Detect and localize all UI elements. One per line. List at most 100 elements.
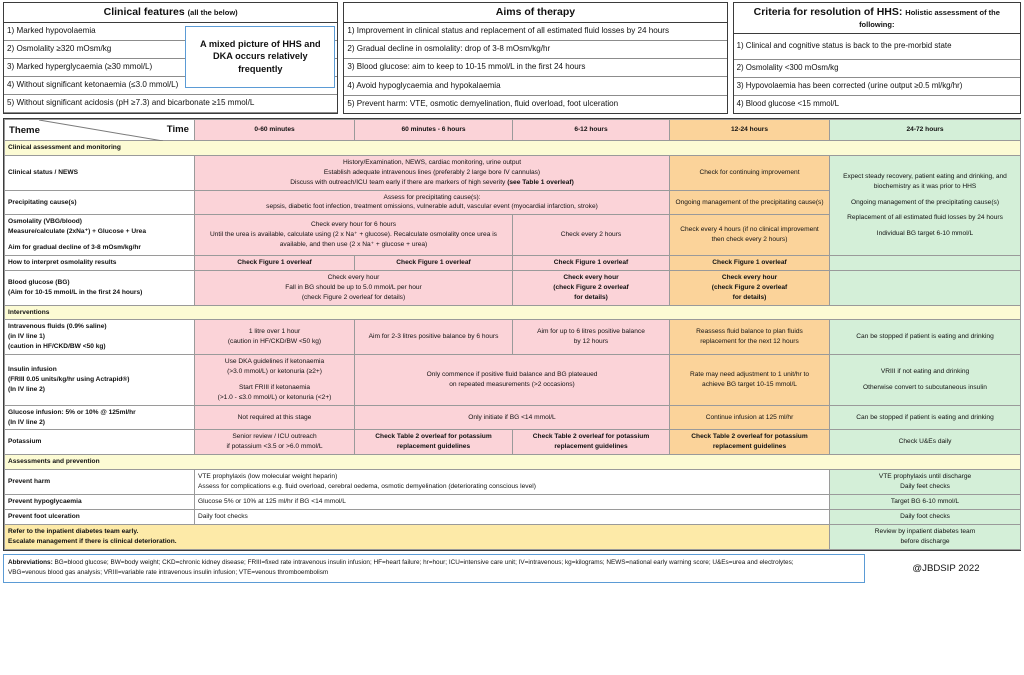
line: Assess for precipitating cause(s): bbox=[383, 193, 481, 201]
cell-precipitating-12-24h: Ongoing management of the precipitating … bbox=[669, 189, 830, 216]
cell-blood-glucose-12-24h: Check every hour (check Figure 2 overlea… bbox=[669, 269, 830, 306]
cell-referral-banner: Refer to the inpatient diabetes team ear… bbox=[4, 523, 830, 550]
table-header-row: Theme Time 0-60 minutes 60 minutes - 6 h… bbox=[4, 119, 1021, 141]
aims-item: 4) Avoid hypoglycaemia and hypokalaemia bbox=[344, 77, 727, 96]
clinical-features-title: Clinical features (all the below) bbox=[4, 3, 337, 22]
cell-recovery-block-24-72h: Expect steady recovery, patient eating a… bbox=[829, 154, 1021, 257]
section-header-assessments-prevention: Assessments and prevention bbox=[4, 454, 1021, 471]
abbreviations-text-1: BG=blood glucose; BW=body weight; CKD=ch… bbox=[52, 558, 794, 566]
line: (FRIII 0.05 units/kg/hr using Actrapid®) bbox=[8, 375, 130, 383]
table-row-clinical-status: Clinical status / NEWS History/Examinati… bbox=[4, 154, 1021, 257]
cell-prevent-foot-span: Daily foot checks bbox=[194, 508, 830, 525]
cell-glucose-0-60min: Not required at this stage bbox=[194, 404, 355, 431]
cell-prevent-harm-span: VTE prophylaxis (low molecular weight he… bbox=[194, 469, 830, 495]
table-row-glucose-infusion: Glucose infusion: 5% or 10% @ 125ml/hr (… bbox=[4, 404, 1021, 431]
line: Intravenous fluids (0.9% saline) bbox=[8, 323, 107, 331]
row-label-blood-glucose: Blood glucose (BG) (Aim for 10-15 mmol/L… bbox=[4, 269, 195, 306]
line: Assess for complications e.g. fluid over… bbox=[198, 483, 536, 491]
cell-potassium-6-12h: Check Table 2 overleaf for potassium rep… bbox=[512, 429, 670, 456]
criteria-title-text: Criteria for resolution of HHS: bbox=[753, 6, 903, 18]
cell-iv-fluids-60min-6h: Aim for 2-3 litres positive balance by 6… bbox=[354, 319, 513, 356]
line-part-bold: (see Table 1 overleaf) bbox=[507, 178, 574, 186]
line: Replacement of all estimated fluid losse… bbox=[847, 214, 1003, 222]
section-header-interventions: Interventions bbox=[4, 304, 1021, 321]
line: (in IV line 1) bbox=[8, 333, 46, 341]
cell-potassium-12-24h: Check Table 2 overleaf for potassium rep… bbox=[669, 429, 830, 456]
line: History/Examination, NEWS, cardiac monit… bbox=[342, 158, 522, 166]
clinical-features-title-text: Clinical features bbox=[103, 6, 185, 18]
cell-interpret-60min-6h: Check Figure 1 overleaf bbox=[354, 255, 513, 271]
top-panels: Clinical features (all the below) 1) Mar… bbox=[3, 2, 1021, 114]
cell-interpret-0-60min: Check Figure 1 overleaf bbox=[194, 255, 355, 271]
line: (>1.0 - ≤3.0 mmol/L) or ketonuria (<2+) bbox=[217, 393, 332, 401]
cell-osmolality-12-24h: Check every 4 hours (if no clinical impr… bbox=[669, 214, 830, 257]
cell-blood-glucose-24-72h bbox=[829, 269, 1021, 306]
line: Check Table 2 overleaf for potassium bbox=[691, 433, 808, 441]
mixed-picture-callout: A mixed picture of HHS and DKA occurs re… bbox=[185, 25, 336, 88]
line: replacement guidelines bbox=[396, 443, 471, 451]
line: Ongoing management of the precipitating … bbox=[850, 198, 1000, 206]
line: 1 litre over 1 hour bbox=[248, 328, 301, 336]
cell-prevent-hypo-span: Glucose 5% or 10% at 125 ml/hr if BG <14… bbox=[194, 493, 830, 510]
table-row-osmolality: Osmolality (VBG/blood) Measure/calculate… bbox=[4, 214, 1021, 257]
cell-prevent-harm-24-72h: VTE prophylaxis until discharge Daily fe… bbox=[829, 469, 1021, 495]
row-label-iv-fluids: Intravenous fluids (0.9% saline) (in IV … bbox=[4, 319, 195, 356]
cell-clinical-status-12-24h: Check for continuing improvement bbox=[669, 154, 830, 191]
aims-item: 1) Improvement in clinical status and re… bbox=[344, 23, 727, 41]
section-label: Assessments and prevention bbox=[4, 454, 1021, 471]
clinical-feature-item: 3) Marked hyperglycaemia (≥30 mmol/L) bbox=[4, 59, 338, 77]
aims-body: 1) Improvement in clinical status and re… bbox=[344, 21, 727, 113]
cell-insulin-0-60min: Use DKA guidelines if ketonaemia (>3.0 m… bbox=[194, 354, 355, 406]
line: for details) bbox=[732, 293, 767, 301]
line: (Aim for 10-15 mmol/L in the first 24 ho… bbox=[8, 288, 143, 296]
line: Daily feet checks bbox=[900, 483, 950, 491]
line: (In IV line 2) bbox=[8, 385, 46, 393]
criteria-item: 2) Osmolality <300 mOsm/kg bbox=[733, 60, 1020, 79]
line: Check Table 2 overleaf for potassium bbox=[532, 433, 650, 441]
criteria-body: 1) Clinical and cognitive status is back… bbox=[733, 33, 1020, 113]
line: (check Figure 2 overleaf for details) bbox=[301, 293, 406, 301]
cell-blood-glucose-6-12h: Check every hour (check Figure 2 overlea… bbox=[512, 269, 670, 306]
cell-insulin-12-24h: Rate may need adjustment to 1 unit/hr to… bbox=[669, 354, 830, 406]
line: replacement for the next 12 hours bbox=[700, 338, 799, 346]
line: by 12 hours bbox=[573, 338, 609, 346]
cell-iv-fluids-6-12h: Aim for up to 6 litres positive balance … bbox=[512, 319, 670, 356]
abbreviations-label: Abbreviations: bbox=[8, 558, 53, 566]
clinical-feature-item: 4) Without significant ketonaemia (≤3.0 … bbox=[4, 77, 338, 95]
table-row-insulin-infusion: Insulin infusion (FRIII 0.05 units/kg/hr… bbox=[4, 354, 1021, 406]
table-row-prevent-foot-ulceration: Prevent foot ulceration Daily foot check… bbox=[4, 508, 1021, 525]
line: Fall in BG should be up to 5.0 mmol/L pe… bbox=[285, 283, 422, 291]
aims-item: 3) Blood glucose: aim to keep to 10-15 m… bbox=[344, 59, 727, 78]
cell-prevent-foot-24-72h: Daily foot checks bbox=[829, 508, 1021, 525]
row-label-precipitating-cause: Precipitating cause(s) bbox=[4, 189, 195, 216]
col-header-0-60-min: 0-60 minutes bbox=[194, 119, 355, 141]
line: Check every hour bbox=[563, 273, 619, 281]
table-row-prevent-harm: Prevent harm VTE prophylaxis (low molecu… bbox=[4, 469, 1021, 495]
aims-item: 2) Gradual decline in osmolality: drop o… bbox=[344, 41, 727, 60]
line: Discuss with outreach/ICU team early if … bbox=[198, 178, 666, 188]
row-label-prevent-hypoglycaemia: Prevent hypoglycaemia bbox=[4, 493, 195, 510]
criteria-item: 4) Blood glucose <15 mmol/L bbox=[736, 99, 839, 109]
line-part: Discuss with outreach/ICU team early if … bbox=[290, 178, 508, 186]
table-row-blood-glucose: Blood glucose (BG) (Aim for 10-15 mmol/L… bbox=[4, 269, 1021, 306]
cell-glucose-mid: Only initiate if BG <14 mmol/L bbox=[354, 404, 670, 431]
cell-insulin-mid: Only commence if positive fluid balance … bbox=[354, 354, 670, 406]
clinical-feature-item: 1) Marked hypovolaemia bbox=[4, 23, 338, 41]
line: Rate may need adjustment to 1 unit/hr to bbox=[689, 371, 810, 379]
line: Blood glucose (BG) bbox=[8, 278, 70, 286]
cell-referral-24-72h: Review by inpatient diabetes team before… bbox=[829, 523, 1021, 550]
row-label-osmolality: Osmolality (VBG/blood) Measure/calculate… bbox=[4, 214, 195, 257]
cell-blood-glucose-early: Check every hour Fall in BG should be up… bbox=[194, 269, 513, 306]
panel-clinical-features: Clinical features (all the below) 1) Mar… bbox=[3, 2, 339, 114]
table-row-interpret-osmolality: How to interpret osmolality results Chec… bbox=[4, 255, 1021, 271]
col-header-24-72h: 24-72 hours bbox=[829, 119, 1021, 141]
section-label: Clinical assessment and monitoring bbox=[4, 140, 1021, 156]
line: Refer to the inpatient diabetes team ear… bbox=[8, 527, 139, 535]
cell-interpret-12-24h: Check Figure 1 overleaf bbox=[669, 255, 830, 271]
line: Check every hour for 6 hours bbox=[310, 221, 397, 229]
theme-label: Theme bbox=[9, 125, 40, 136]
row-label-prevent-harm: Prevent harm bbox=[4, 469, 195, 495]
line: Aim for up to 6 litres positive balance bbox=[537, 328, 645, 336]
cell-osmolality-early: Check every hour for 6 hours Until the u… bbox=[194, 214, 513, 257]
line: sepsis, diabetic foot infection, treatme… bbox=[266, 203, 598, 211]
